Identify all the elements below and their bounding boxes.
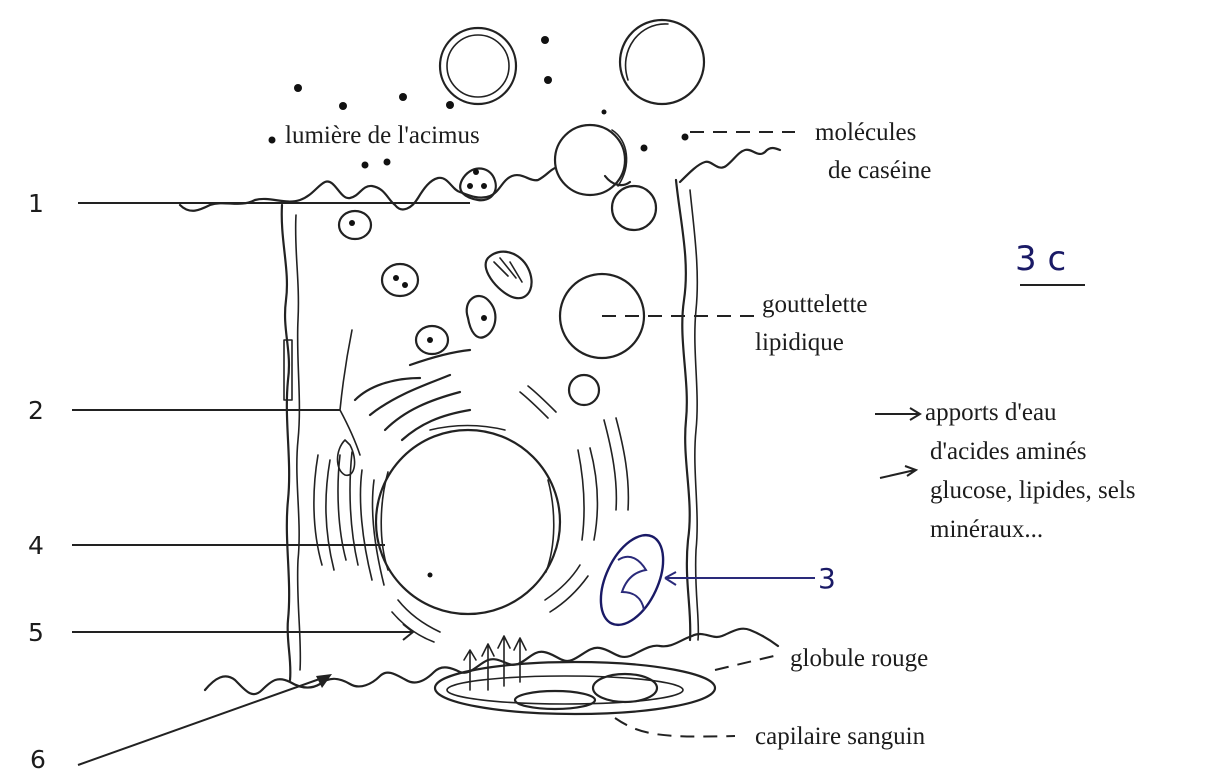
label-red-cell: globule rouge (790, 645, 928, 672)
number-2: 2 (28, 396, 44, 425)
label-inputs-1: apports d'eau (925, 399, 1057, 426)
label-inputs-3: glucose, lipides, sels (930, 477, 1136, 504)
label-casein-2: de caséine (828, 157, 931, 184)
text-labels: lumière de l'acimus molécules de caséine… (285, 119, 1136, 750)
number-5: 5 (28, 618, 44, 647)
label-lipid-1: gouttelette (762, 291, 868, 318)
number-6: 6 (30, 745, 46, 774)
figure-tag: 3 c (1015, 239, 1066, 279)
number-4: 4 (28, 531, 44, 560)
golgi-apparatus (340, 330, 470, 455)
mitochondrion (588, 526, 676, 635)
label-capillary: capilaire sanguin (755, 723, 926, 750)
label-lipid-2: lipidique (755, 329, 844, 356)
number-3: 3 (818, 562, 836, 595)
nucleus (376, 426, 560, 615)
number-1: 1 (28, 189, 44, 218)
blood-capillary (435, 662, 715, 714)
rough-er (314, 386, 628, 642)
label-inputs-4: minéraux... (930, 516, 1043, 543)
label-inputs-2: d'acides aminés (930, 438, 1087, 465)
label-acinus-lumen: lumière de l'acimus (285, 122, 480, 149)
label-casein-1: molécules (815, 119, 916, 146)
